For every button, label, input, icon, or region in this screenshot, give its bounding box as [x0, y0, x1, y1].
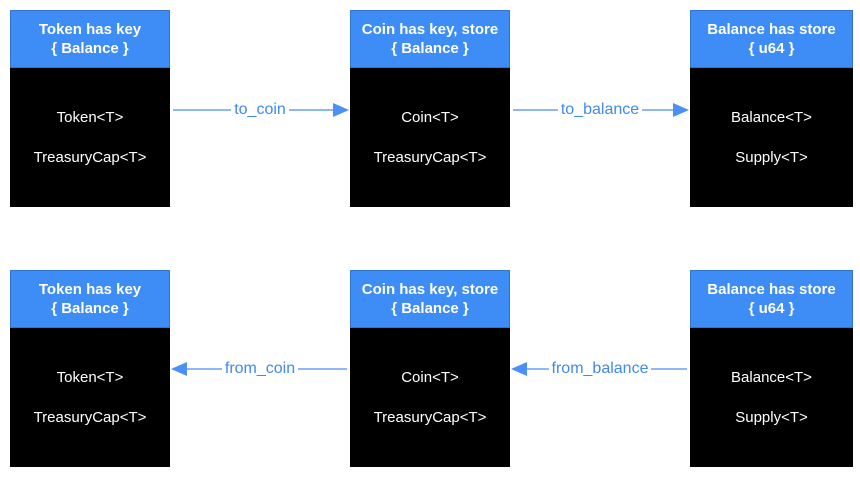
struct-field: Coin<T>: [401, 369, 459, 386]
struct-header-line2: { u64 }: [748, 300, 795, 317]
arrow-head-right-icon: [673, 103, 689, 117]
struct-body: Coin<T> TreasuryCap<T>: [350, 68, 510, 207]
struct-header-line2: { Balance }: [51, 300, 129, 317]
struct-field: Balance<T>: [731, 369, 812, 386]
struct-body: Token<T> TreasuryCap<T>: [10, 328, 170, 467]
struct-body: Balance<T> Supply<T>: [690, 328, 853, 467]
struct-box-token-top: Token has key { Balance } Token<T> Treas…: [10, 10, 170, 207]
struct-header-line2: { Balance }: [391, 40, 469, 57]
struct-body: Coin<T> TreasuryCap<T>: [350, 328, 510, 467]
struct-header-line1: Balance has store: [707, 281, 836, 298]
struct-field: Token<T>: [56, 109, 124, 126]
struct-header: Token has key { Balance }: [10, 10, 170, 68]
struct-body: Token<T> TreasuryCap<T>: [10, 68, 170, 207]
struct-field: Token<T>: [56, 369, 124, 386]
struct-box-token-bottom: Token has key { Balance } Token<T> Treas…: [10, 270, 170, 467]
struct-field: Balance<T>: [731, 109, 812, 126]
arrow-to-coin: to_coin: [170, 96, 350, 124]
struct-box-coin-bottom: Coin has key, store { Balance } Coin<T> …: [350, 270, 510, 467]
struct-field: Coin<T>: [401, 109, 459, 126]
struct-header: Coin has key, store { Balance }: [350, 270, 510, 328]
struct-header-line1: Token has key: [38, 21, 142, 38]
arrow-label: to_coin: [231, 101, 289, 119]
arrow-head-right-icon: [333, 103, 349, 117]
struct-box-balance-bottom: Balance has store { u64 } Balance<T> Sup…: [690, 270, 853, 467]
struct-body: Balance<T> Supply<T>: [690, 68, 853, 207]
arrow-label: from_coin: [221, 360, 299, 378]
struct-box-balance-top: Balance has store { u64 } Balance<T> Sup…: [690, 10, 853, 207]
struct-header-line2: { Balance }: [51, 40, 129, 57]
arrow-label: from_balance: [548, 360, 652, 378]
struct-header: Coin has key, store { Balance }: [350, 10, 510, 68]
struct-field: Supply<T>: [735, 149, 808, 166]
struct-header: Balance has store { u64 }: [690, 270, 853, 328]
struct-field: TreasuryCap<T>: [33, 149, 147, 166]
arrow-label: to_balance: [557, 101, 643, 119]
struct-field: Supply<T>: [735, 409, 808, 426]
struct-field: TreasuryCap<T>: [373, 409, 487, 426]
struct-field: TreasuryCap<T>: [33, 409, 147, 426]
arrow-head-left-icon: [511, 362, 527, 376]
struct-field: TreasuryCap<T>: [373, 149, 487, 166]
arrow-to-balance: to_balance: [510, 96, 690, 124]
struct-header-line1: Coin has key, store: [361, 281, 499, 298]
struct-header-line1: Token has key: [38, 281, 142, 298]
struct-header-line2: { u64 }: [748, 40, 795, 57]
struct-header: Token has key { Balance }: [10, 270, 170, 328]
arrow-from-balance: from_balance: [510, 355, 690, 383]
struct-header-line1: Coin has key, store: [361, 21, 499, 38]
struct-box-coin-top: Coin has key, store { Balance } Coin<T> …: [350, 10, 510, 207]
arrow-from-coin: from_coin: [170, 355, 350, 383]
struct-header-line1: Balance has store: [707, 21, 836, 38]
arrow-head-left-icon: [171, 362, 187, 376]
struct-header: Balance has store { u64 }: [690, 10, 853, 68]
struct-header-line2: { Balance }: [391, 300, 469, 317]
